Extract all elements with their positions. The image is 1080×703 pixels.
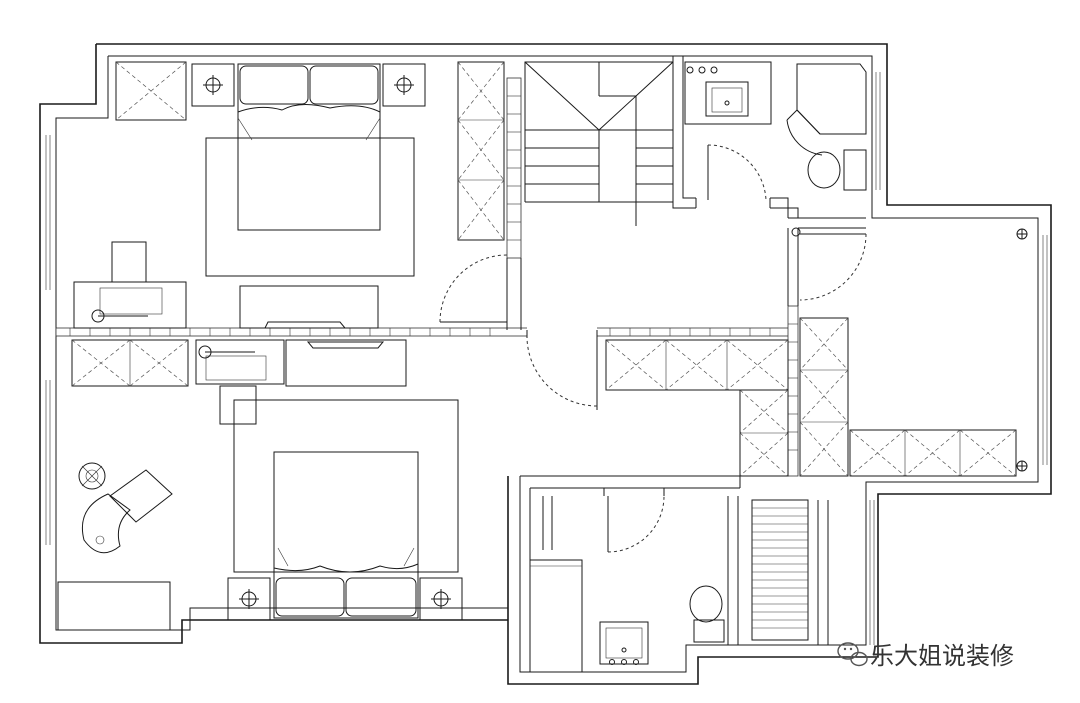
desk-top <box>73 281 187 329</box>
wardrobe-right-vertical <box>799 317 849 477</box>
side-table-icon <box>78 462 106 490</box>
pillow-icon <box>239 65 309 105</box>
bathroom-top <box>684 61 867 201</box>
outer-wall-left <box>39 44 508 644</box>
outer-walls <box>39 43 1052 685</box>
nightstand-top-left <box>191 63 235 107</box>
stair-treads <box>525 147 673 203</box>
study-right <box>791 227 1028 477</box>
pillow-icon <box>275 577 345 617</box>
inner-wall-right <box>108 55 1039 673</box>
cabinet-corridor <box>605 339 789 391</box>
toilet-tank <box>693 619 725 643</box>
nightstand-bottom-right <box>419 577 463 621</box>
outer-wall-right <box>96 43 1052 685</box>
bathroom-bottom <box>529 495 875 673</box>
lounge-chair-icon <box>82 493 131 554</box>
bedroom-bottom <box>57 339 463 631</box>
watermark-text: 乐大姐说装修 <box>870 642 1014 670</box>
vent-grille <box>751 499 809 641</box>
brick-wall-middle <box>55 327 791 337</box>
shower-icon <box>796 63 867 135</box>
rug-bottom <box>233 399 459 573</box>
interior-walls <box>55 56 866 672</box>
toilet-icon <box>689 585 723 623</box>
staircase <box>524 61 674 226</box>
chair-bottom <box>219 385 257 425</box>
desk-bottom <box>195 339 285 385</box>
bed-bottom <box>273 451 419 619</box>
vanity-bottom <box>529 559 583 673</box>
watermark: 乐大姐说装修 <box>837 642 1014 670</box>
pillow-icon <box>309 65 379 105</box>
pillow-icon <box>345 577 417 617</box>
sink-icon <box>705 81 749 117</box>
nightstand-top-right <box>382 63 426 107</box>
corner-cabinet-top <box>115 61 187 121</box>
tv-bench-bottom <box>285 339 407 387</box>
ottoman-icon <box>109 469 173 523</box>
rug-top <box>205 137 415 277</box>
outlet-icon <box>791 227 801 237</box>
corridor-cabinets <box>526 336 789 477</box>
storage-bottom-left <box>57 581 171 631</box>
bed-top <box>237 63 381 231</box>
brick-wall-right <box>787 305 799 477</box>
wardrobe-top <box>457 61 505 241</box>
bedroom-top <box>73 61 508 329</box>
tv-icon <box>306 341 385 349</box>
toilet-tank <box>843 149 867 191</box>
vanity-top <box>684 61 772 125</box>
chair-top <box>111 241 147 283</box>
nightstand-bottom-left <box>227 577 271 621</box>
tv-icon <box>264 321 347 329</box>
door-gap-master <box>527 326 597 338</box>
wardrobe-right-horizontal <box>849 429 1017 477</box>
wechat-icon <box>837 642 868 667</box>
inner-wall-left <box>55 56 508 631</box>
toilet-icon <box>807 151 841 189</box>
